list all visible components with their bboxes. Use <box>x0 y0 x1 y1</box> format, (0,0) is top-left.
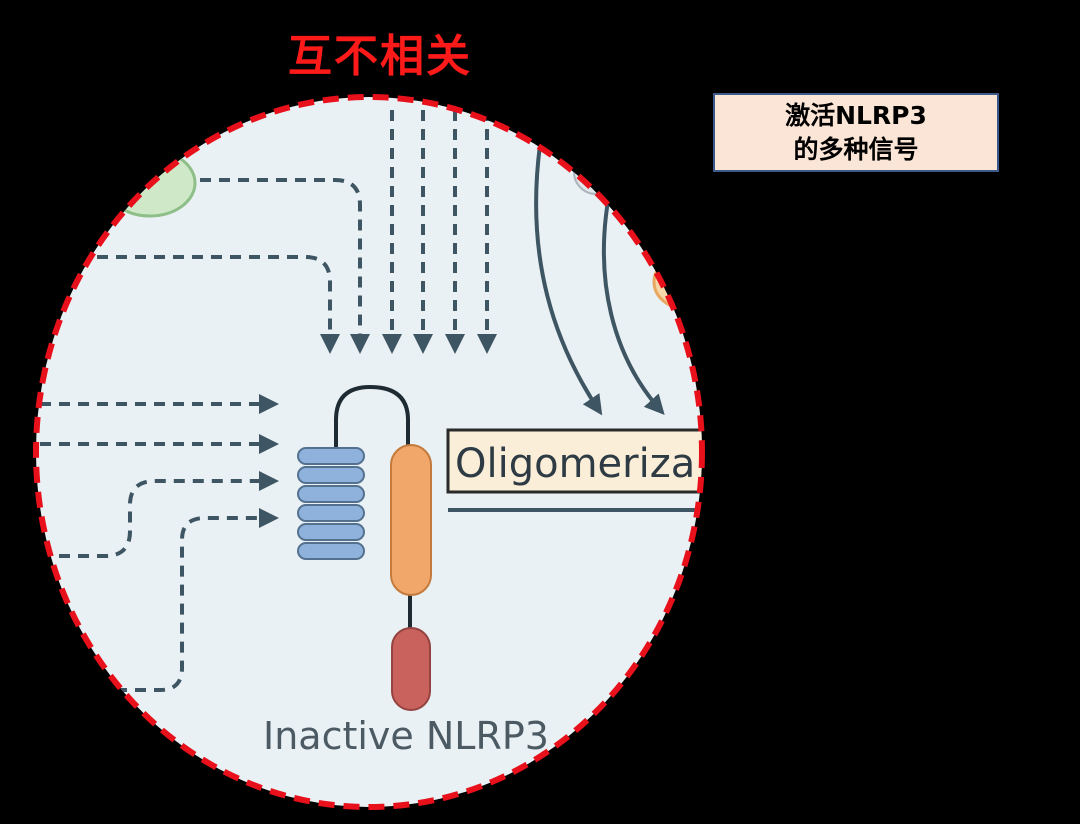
dashed-arrows <box>40 110 497 692</box>
zoom-circle-fill <box>36 97 702 807</box>
nlrp3-molecule <box>297 384 432 711</box>
legend-line-1: 激活NLRP3 <box>785 100 927 130</box>
nacht-domain <box>390 444 432 596</box>
pyd-domain <box>391 627 431 711</box>
oligomerization-label: Oligomeriza <box>455 441 695 487</box>
solid-arrows <box>534 144 665 416</box>
orange-node <box>652 252 702 312</box>
inactive-nlrp3-label: Inactive NLRP3 <box>263 714 549 758</box>
legend-box: 激活NLRP3 的多种信号 <box>713 93 999 172</box>
lrr-domain <box>297 447 365 560</box>
page-title: 互不相关 <box>288 31 472 82</box>
oligomerization-box <box>446 428 702 494</box>
gray-node <box>573 149 619 195</box>
highlight-circle <box>33 94 705 810</box>
legend-line-2: 的多种信号 <box>793 134 919 164</box>
